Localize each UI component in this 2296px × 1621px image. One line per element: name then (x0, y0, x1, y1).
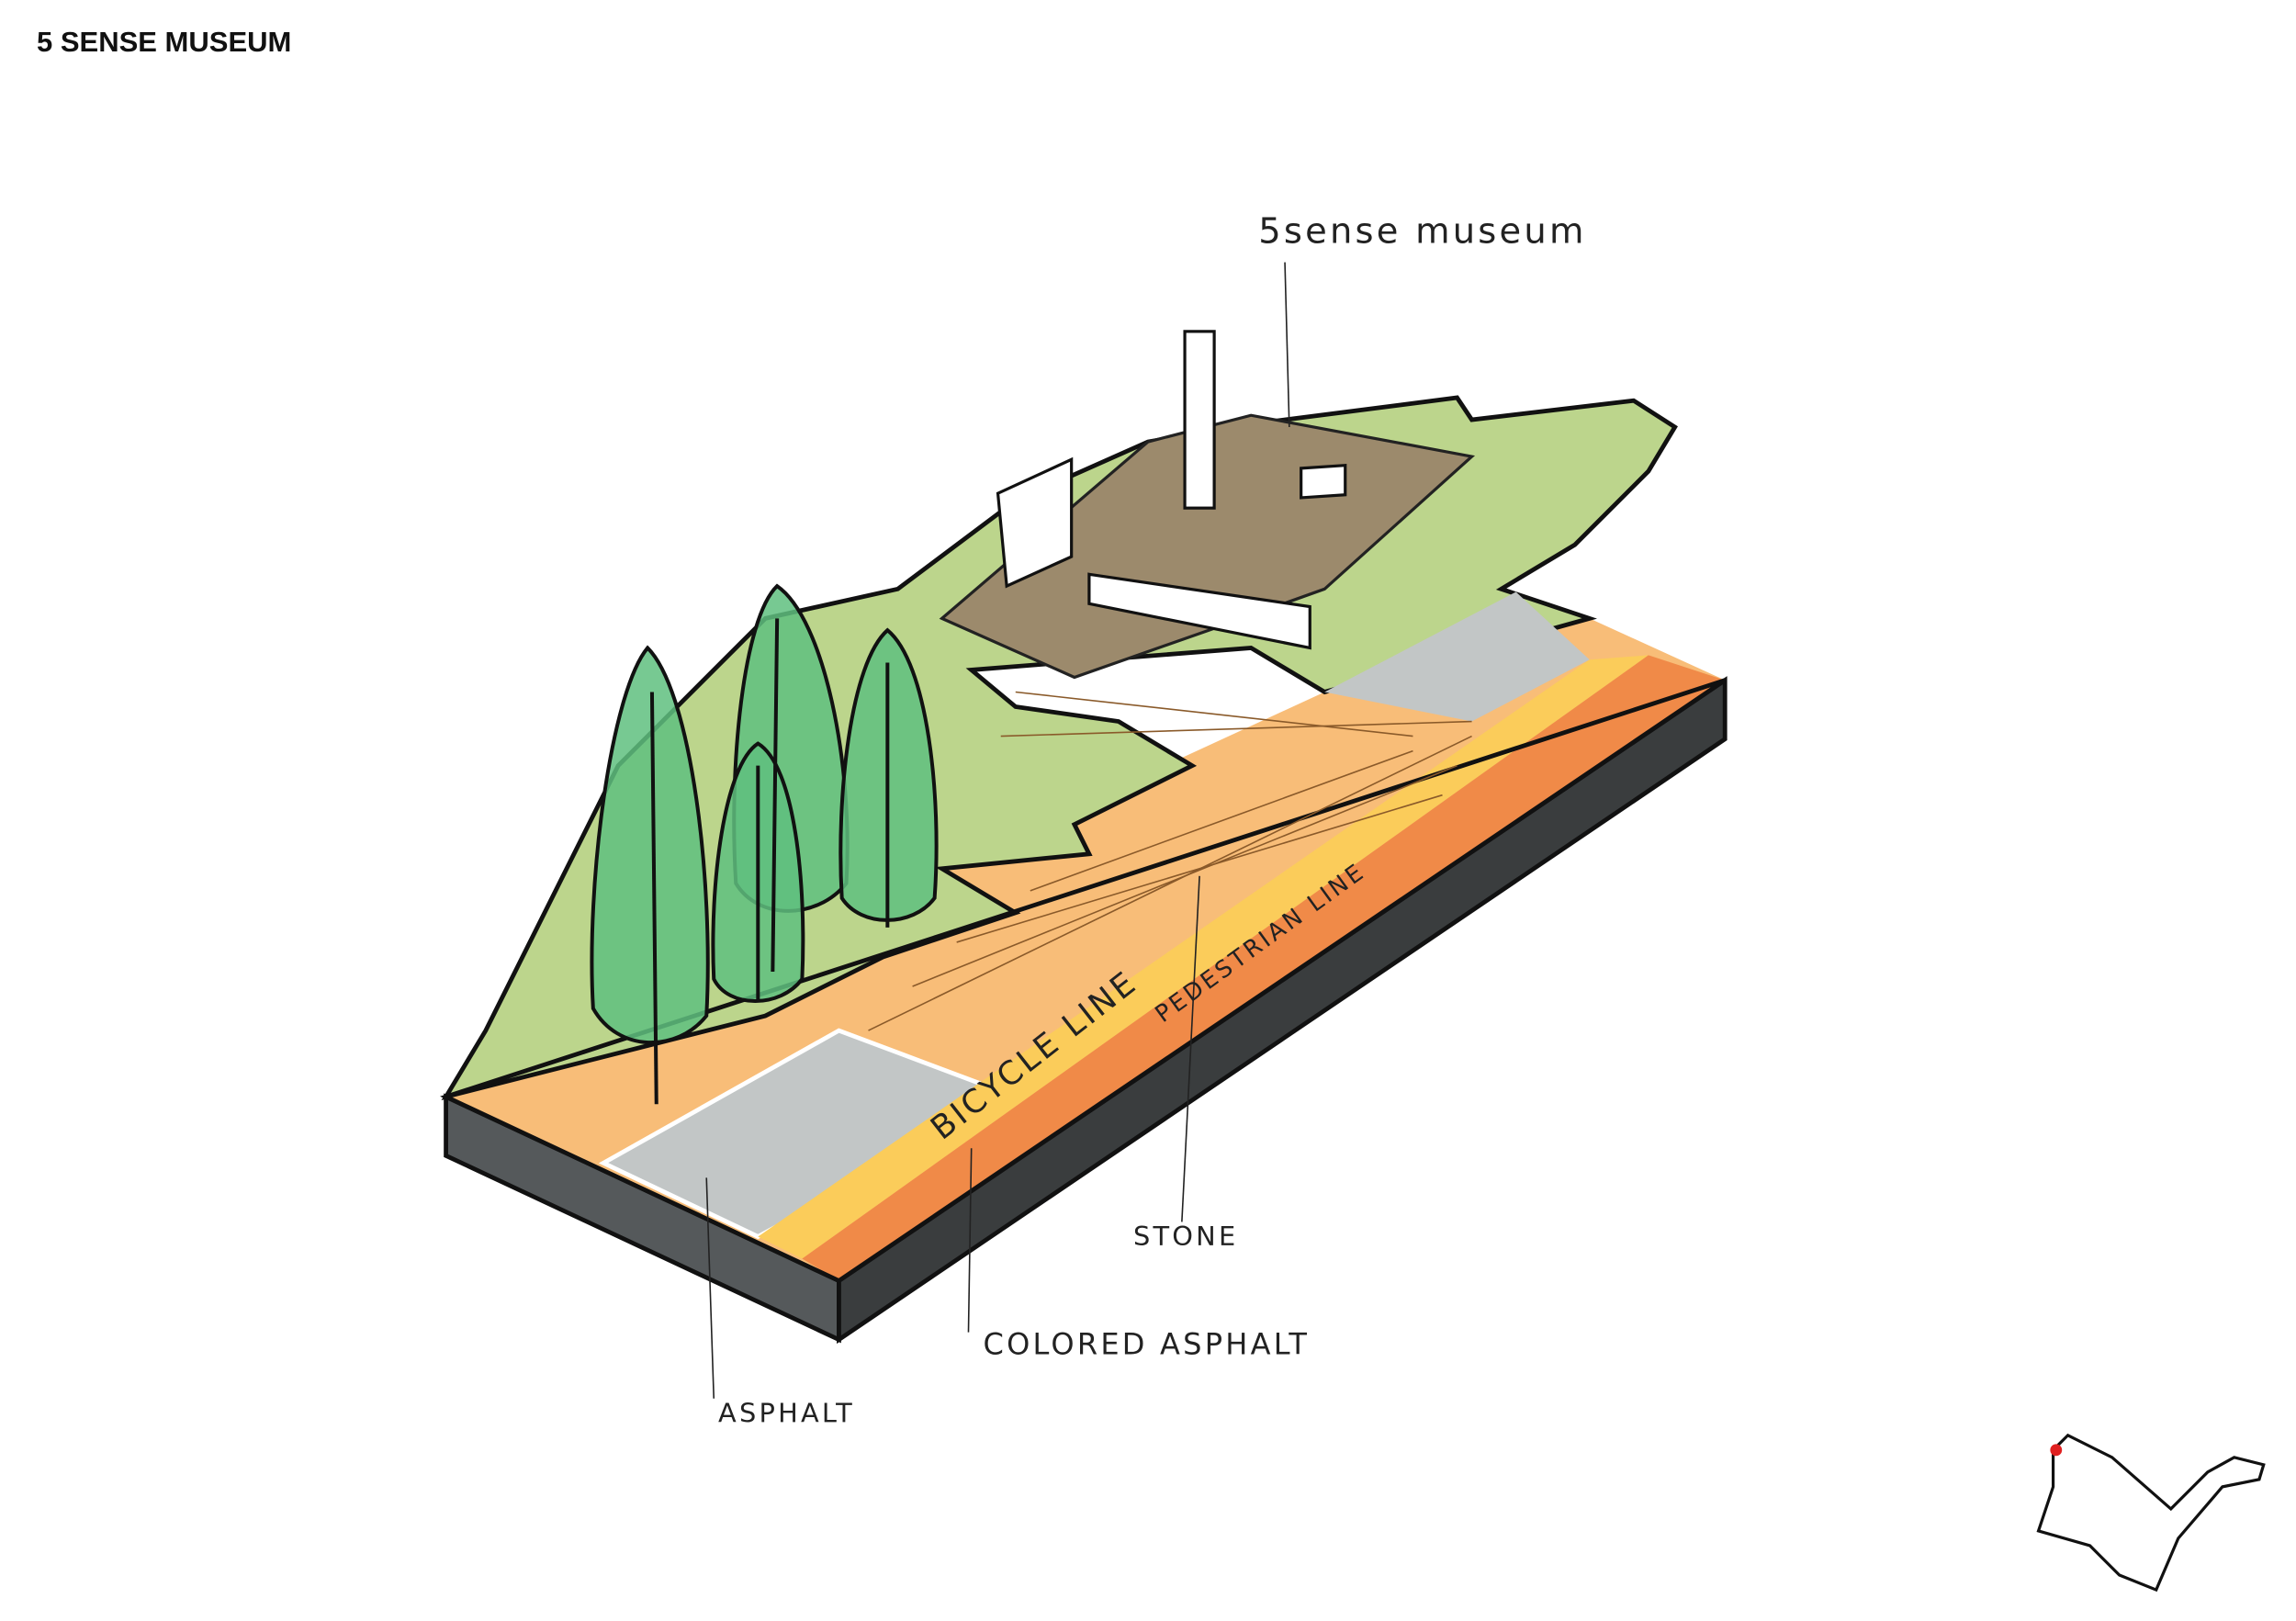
museum-wall-small (1300, 463, 1347, 500)
trees (590, 583, 939, 1105)
tree (590, 645, 710, 1045)
pedestrian-lane (802, 655, 1726, 1281)
museum-wall-front (1087, 572, 1311, 650)
asphalt-back (1324, 591, 1590, 722)
museum-wall-left (996, 456, 1074, 589)
page-title: 5 SENSE MUSEUM (37, 26, 292, 58)
location-marker (2050, 1444, 2063, 1457)
bicycle-lane (758, 655, 1649, 1259)
museum-tower (1183, 330, 1216, 510)
label-museum: 5sense museum (1258, 211, 1586, 253)
label-colored-asphalt: COLORED ASPHALT (984, 1327, 1311, 1362)
label-asphalt: ASPHALT (718, 1397, 855, 1428)
stone-paving-joints (868, 691, 1472, 1031)
leader-lines (705, 262, 1290, 1399)
location-minimap (2036, 1433, 2266, 1593)
label-stone: STONE (1133, 1221, 1238, 1252)
